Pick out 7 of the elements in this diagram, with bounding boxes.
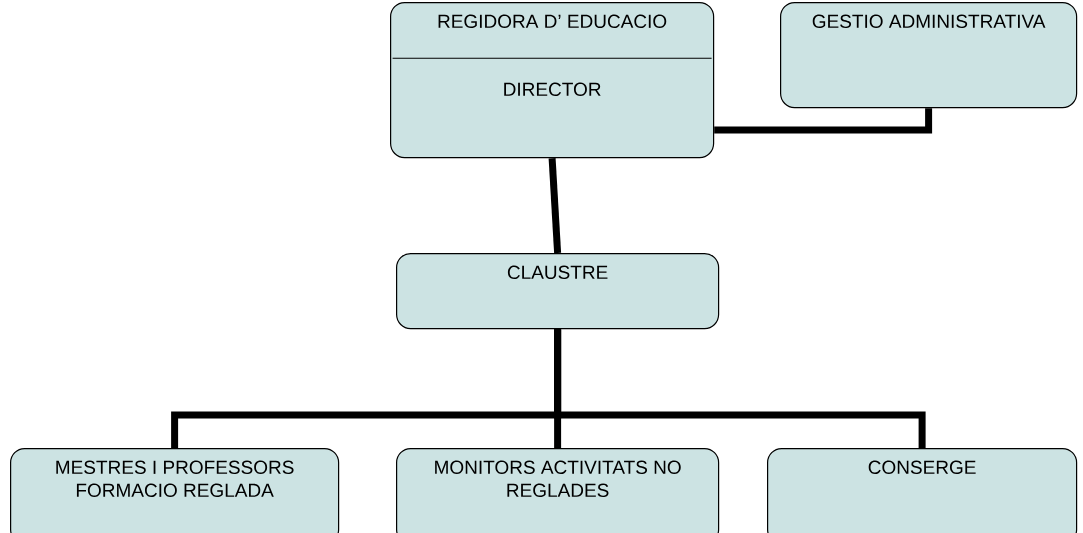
org-box: GESTIO ADMINISTRATIVA (780, 2, 1078, 109)
org-box: REGIDORA D’ EDUCACIO DIRECTOR (390, 2, 715, 159)
org-box: MONITORS ACTIVITATS NO REGLADES (396, 448, 720, 533)
org-box: CLAUSTRE (396, 253, 720, 330)
org-box: MESTRES I PROFESSORS FORMACIO REGLADA (10, 448, 340, 533)
org-box: CONSERGE (767, 448, 1078, 533)
connector-line (548, 158, 562, 254)
